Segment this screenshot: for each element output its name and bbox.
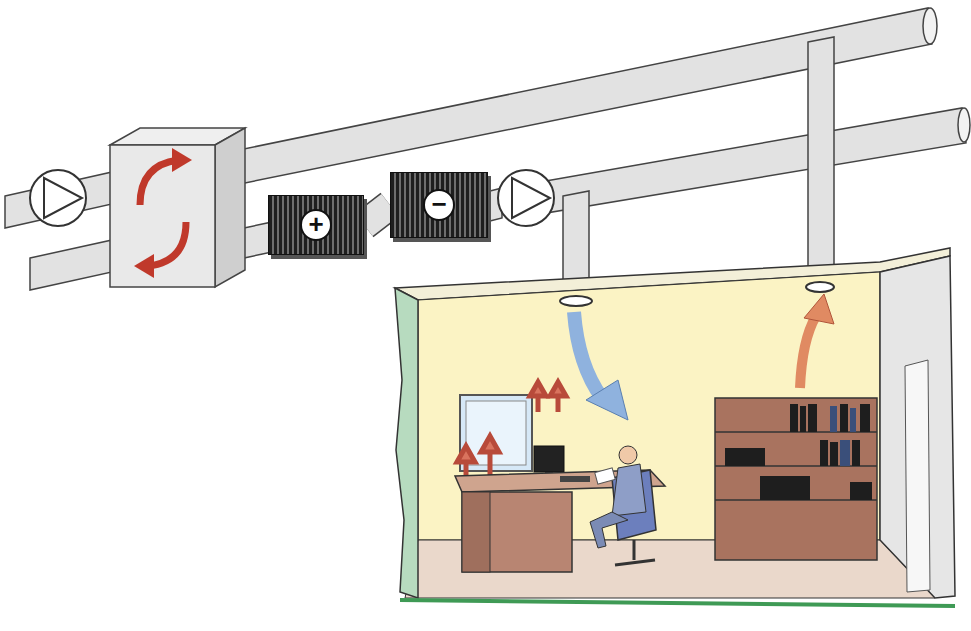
coil-box: + [268,195,364,255]
book [820,440,828,466]
chair-base [615,560,655,565]
heat-exchanger-side [215,128,245,287]
return-drop [808,37,834,284]
desk-front [462,492,572,572]
keyboard [560,476,590,482]
chair-base [633,540,636,560]
supply-diffuser [560,296,592,306]
fan-symbol [512,178,550,218]
coil-symbol: − [423,189,455,221]
return-grille [806,282,834,292]
coil-symbol: + [300,209,332,241]
monitor [534,446,564,472]
book [800,406,806,432]
book [850,408,856,432]
person-head [619,446,637,464]
book [852,440,860,466]
person-legs [590,512,628,548]
desk-pedestal [462,492,490,572]
fan-symbol [498,170,554,226]
supply-duct [540,108,966,214]
coil-box: − [390,172,488,238]
heat-exchanger [110,145,215,287]
book [830,442,838,466]
floor-edge [400,600,955,606]
book [790,404,798,432]
heat-arrow [550,382,566,396]
return-air-arrow [800,316,816,388]
supply-air-arrow [574,312,602,398]
heat-arrow [457,446,475,462]
heat-arrow [530,382,546,396]
bookshelf [715,398,877,560]
book [840,440,850,466]
book [808,404,817,432]
supply-air-arrow [586,380,628,420]
book [725,448,765,466]
duct-outline [364,205,390,225]
book [840,404,848,432]
outlet-duct [30,240,112,290]
book [850,482,872,500]
duct-body [364,205,390,225]
door [905,360,930,592]
window-pane [466,401,526,465]
book [860,404,870,432]
rotation-arrow [172,148,192,172]
duct-connector [364,205,390,225]
person-body [612,464,646,516]
fan-symbol [44,178,82,218]
duct-end [958,108,970,142]
rotation-arrow [134,254,154,278]
book [830,406,837,432]
duct-end [923,8,937,44]
shelves [715,432,877,500]
left-wall [395,288,418,598]
right-wall [880,256,955,598]
books [725,404,872,500]
heat-arrow [481,436,499,452]
return-air-arrow [804,294,834,324]
book [760,476,810,500]
fan-symbol [30,170,86,226]
paper [595,468,615,484]
